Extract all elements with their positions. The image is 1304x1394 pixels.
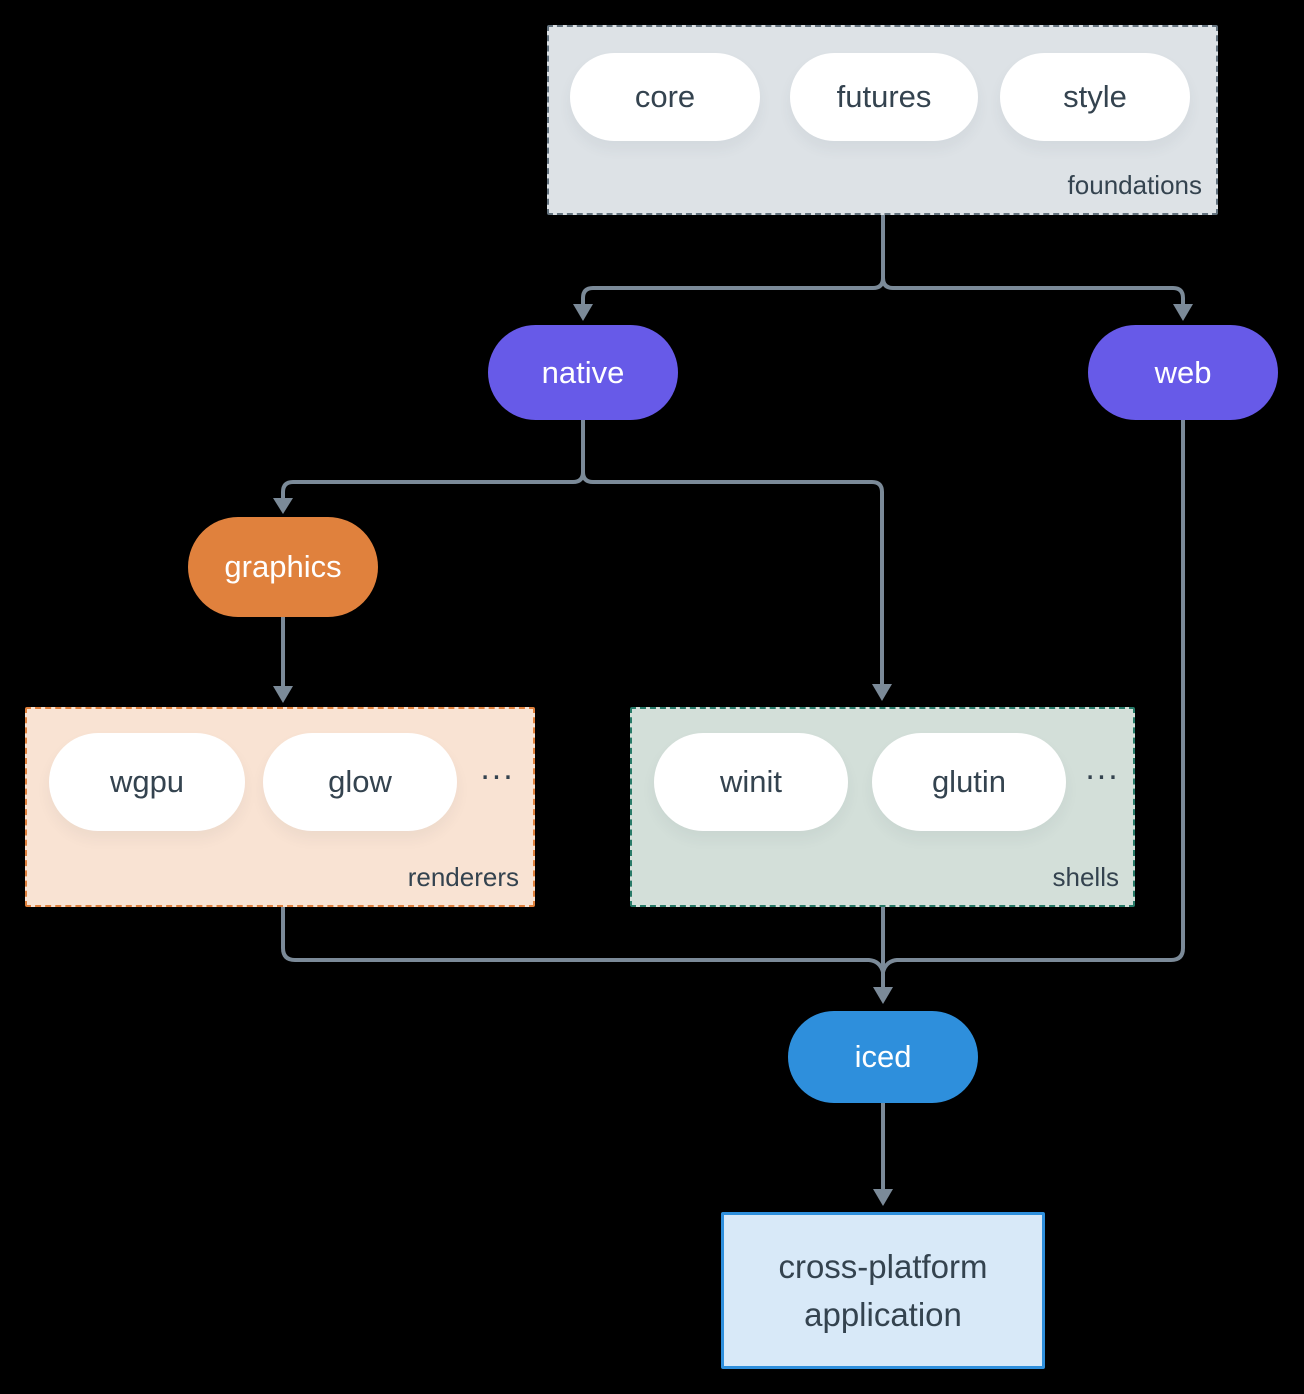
arrowhead-into-graphics: [273, 498, 293, 514]
shells-group: winit glutin ... shells: [630, 707, 1135, 907]
crate-pill-wgpu: wgpu: [49, 733, 245, 831]
node-native: native: [488, 325, 678, 420]
crate-pill-glutin-label: glutin: [931, 764, 1007, 799]
arrowhead-into-iced: [873, 987, 893, 1004]
connector-foundations-to-web: [881, 215, 1185, 305]
node-web-label: web: [1154, 354, 1212, 390]
connector-web-to-iced: [881, 420, 1185, 973]
node-iced: iced: [788, 1011, 978, 1103]
node-iced-label: iced: [854, 1039, 912, 1074]
arrowhead-into-web: [1173, 304, 1193, 321]
connector-foundations-to-native: [581, 215, 885, 305]
arrowhead-into-renderers: [273, 686, 293, 703]
crate-pill-style-label: style: [1063, 79, 1127, 114]
foundations-group: core futures style foundations: [547, 25, 1218, 215]
crate-pill-core-label: core: [634, 79, 696, 114]
renderers-ellipsis: ...: [480, 749, 515, 787]
node-native-label: native: [541, 354, 625, 390]
arrowhead-into-shells: [872, 684, 892, 701]
connector-renderers-to-iced: [281, 907, 885, 973]
shells-group-label: shells: [1052, 862, 1119, 892]
shells-ellipsis: ...: [1085, 749, 1120, 787]
arrowhead-into-native: [573, 304, 593, 321]
foundations-group-label: foundations: [1067, 170, 1202, 200]
arrowhead-into-application: [873, 1189, 893, 1206]
node-graphics: graphics: [188, 517, 378, 617]
renderers-group-label: renderers: [407, 862, 519, 892]
crate-pill-glutin: glutin: [872, 733, 1066, 831]
application-label-line2: application: [804, 1295, 962, 1333]
crate-pill-style: style: [1000, 53, 1190, 141]
node-web: web: [1088, 325, 1278, 420]
application-label-line1: cross-platform: [778, 1247, 988, 1285]
node-graphics-label: graphics: [224, 549, 342, 584]
renderers-group: wgpu glow ... renderers: [25, 707, 535, 907]
crate-pill-glow: glow: [263, 733, 457, 831]
crate-pill-winit-label: winit: [719, 764, 782, 799]
connector-native-to-graphics: [281, 420, 585, 499]
crate-pill-winit: winit: [654, 733, 848, 831]
crate-pill-futures-label: futures: [836, 79, 932, 114]
connector-native-to-shells: [581, 420, 884, 685]
crate-pill-futures: futures: [790, 53, 978, 141]
crate-pill-wgpu-label: wgpu: [109, 764, 185, 799]
crate-pill-core: core: [570, 53, 760, 141]
application-box: cross-platform application: [721, 1212, 1045, 1369]
crate-pill-glow-label: glow: [328, 764, 392, 799]
